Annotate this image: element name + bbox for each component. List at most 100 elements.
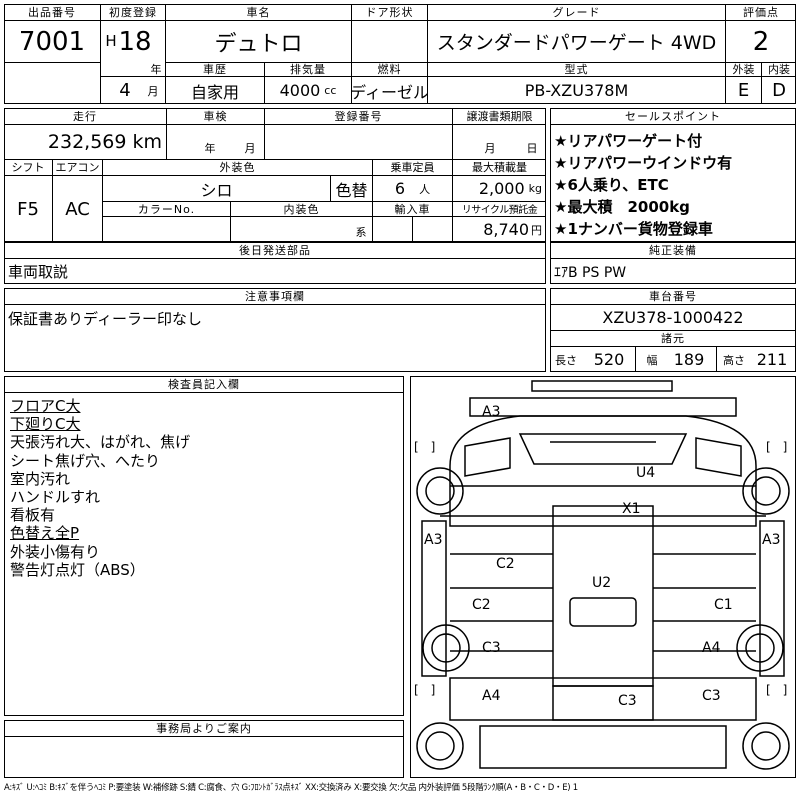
reg-month: 4 <box>119 79 131 101</box>
later-parts-block <box>4 242 546 284</box>
car-name: デュトロ <box>214 31 303 57</box>
diagram-tailgate <box>552 685 654 721</box>
diagram-windshield <box>518 433 688 465</box>
color-value: シロ <box>200 180 233 200</box>
lot-no-label: 出品番号 <box>28 6 76 19</box>
score-value: 2 <box>752 26 770 57</box>
damage-label: X1 <box>622 501 641 517</box>
interior-grade: D <box>772 80 786 101</box>
inspector-note-line: シート焦げ穴、へたり <box>10 451 161 470</box>
inspector-note-line: フロアC大 <box>10 397 81 415</box>
office-block <box>4 720 404 778</box>
width-value: 189 <box>673 349 705 369</box>
diagram-rear <box>479 725 727 769</box>
lot-no: 7001 <box>18 26 86 57</box>
inspection-label: 車検 <box>203 110 228 123</box>
inspection-year-unit: 年 <box>204 142 216 155</box>
recycle-label: リサイクル預託金 <box>461 205 538 216</box>
sales-points-block <box>550 108 796 242</box>
capacity-label: 乗車定員 <box>390 161 435 174</box>
exterior-label: 外装 <box>732 63 755 76</box>
reg-no-label: 登録番号 <box>334 110 383 123</box>
month-unit: 月 <box>147 85 159 98</box>
later-parts-value: 車両取説 <box>8 263 69 281</box>
chassis-label: 車台番号 <box>649 290 697 303</box>
reg-no-value <box>265 125 452 159</box>
import-value <box>373 217 452 242</box>
load-label: 最大積載量 <box>472 161 527 174</box>
genuine-equip-value: ｴｱB PS PW <box>554 264 627 281</box>
diagram-frame <box>552 505 654 687</box>
specs-label: 諸元 <box>661 332 685 345</box>
displacement-label: 排気量 <box>290 63 326 76</box>
notes-label: 注意事項欄 <box>245 290 305 303</box>
first-reg-label: 初度登録 <box>109 6 157 19</box>
door-label: ドア形状 <box>365 6 414 19</box>
damage-label: A3 <box>762 532 780 548</box>
damage-label: C3 <box>618 693 637 709</box>
interior-label: 内装 <box>768 63 790 76</box>
grade-label: グレード <box>552 6 601 19</box>
interior-color-label: 内装色 <box>283 202 320 216</box>
damage-label: C2 <box>472 597 491 613</box>
spare-right-wheel <box>742 722 790 770</box>
repaint-label: 色替 <box>335 180 368 200</box>
score-label: 評価点 <box>743 6 779 19</box>
inspector-note-line: 外装小傷有り <box>10 542 101 561</box>
inspector-note-line: 天張汚れ大、はがれ、焦げ <box>10 433 191 452</box>
transfer-label: 譲渡書類期限 <box>466 110 533 123</box>
height-label: 高さ <box>723 354 745 367</box>
length-label: 長さ <box>555 354 577 367</box>
height-value: 211 <box>756 349 788 369</box>
sales-point-item: ★6人乗り、ETC <box>554 176 669 194</box>
truck-damage-diagram: [ ] [ ] [ ] [ ] A3 U4 X1 A3 A3 C2 U2 C2 … <box>414 380 790 770</box>
car-name-label: 車名 <box>246 6 271 19</box>
notes-block <box>4 288 546 372</box>
shift-label: シフト <box>11 161 45 174</box>
damage-label: U4 <box>636 465 655 481</box>
header-block <box>4 4 796 104</box>
office-label: 事務局よりご案内 <box>156 722 252 735</box>
door-value <box>352 21 427 62</box>
ac-label: エアコン <box>55 161 100 174</box>
sales-point-item: ★1ナンバー貨物登録車 <box>554 220 713 238</box>
sales-points-list: ★リアパワーゲート付★リアパワーウインドウ有★6人乗り、ETC★最大積 2000… <box>550 126 796 242</box>
rear-left-wheel <box>422 624 470 672</box>
front-left-wheel <box>416 467 464 515</box>
fuel-value: ディーゼル <box>352 82 427 102</box>
bracket-left-bottom: [ ] <box>414 683 435 697</box>
genuine-equip-block <box>550 242 796 284</box>
genuine-equip-label: 純正装備 <box>649 244 697 257</box>
damage-label: A4 <box>702 640 721 656</box>
inspector-block <box>4 376 404 716</box>
diagram-roof <box>469 397 737 417</box>
diagram-left-window <box>464 437 511 477</box>
damage-label: C3 <box>702 688 721 704</box>
color-no-label: カラーNo. <box>137 202 196 216</box>
model-label: 型式 <box>564 63 589 76</box>
sales-point-item: ★リアパワーゲート付 <box>554 132 703 150</box>
front-right-wheel <box>742 467 790 515</box>
right-side-panel <box>759 520 785 677</box>
width-label: 幅 <box>646 354 658 367</box>
inspector-note-line: 看板有 <box>10 506 56 525</box>
inspector-note-line: 色替え全P <box>10 524 80 543</box>
damage-label: A4 <box>482 688 501 704</box>
length-value: 520 <box>593 349 625 369</box>
interior-color-unit: 系 <box>355 226 367 239</box>
mileage-label: 走行 <box>73 110 97 123</box>
damage-label: C3 <box>482 640 501 656</box>
diagram-cab <box>449 415 757 527</box>
inspector-note-line: ハンドルすれ <box>10 488 101 506</box>
transfer-month-unit: 月 <box>484 142 496 155</box>
diagram-top-bar <box>531 380 673 392</box>
sales-points-label: セールスポイント <box>625 110 721 123</box>
fuel-label: 燃料 <box>377 63 402 76</box>
spare-left-wheel <box>416 722 464 770</box>
diagram-right-window <box>695 437 742 477</box>
model-value: PB-XZU378M <box>524 81 629 100</box>
